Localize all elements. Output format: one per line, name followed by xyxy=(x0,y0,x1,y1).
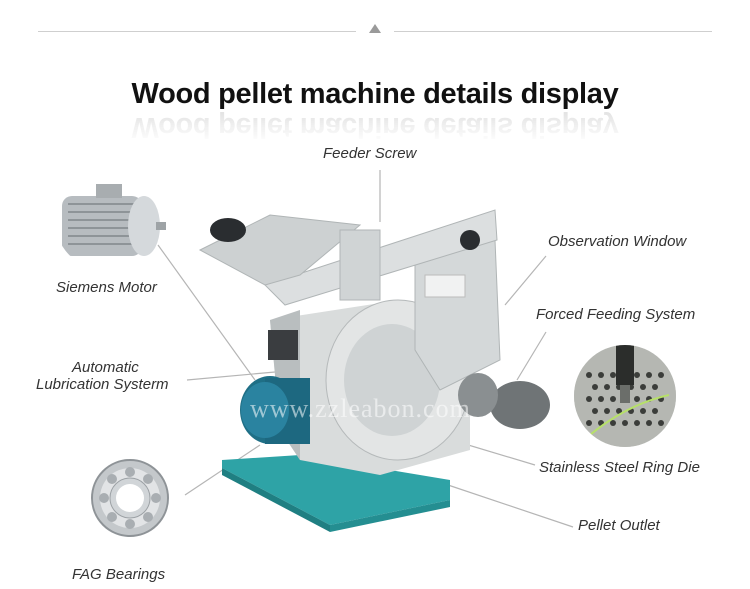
motor-photo-icon xyxy=(62,184,166,256)
feeder-motor xyxy=(210,218,246,242)
scroll-top-arrow-icon[interactable] xyxy=(369,24,381,33)
leader-lubrication xyxy=(186,371,276,381)
top-divider-left xyxy=(38,31,356,32)
leader-pellet-outlet xyxy=(447,484,574,528)
feeder-screw-tube xyxy=(264,209,498,306)
feeder-gear-motor xyxy=(490,381,550,429)
lubrication-unit xyxy=(268,330,298,360)
label-fag-bearings: FAG Bearings xyxy=(72,566,166,583)
label-automatic-lubrication-line2: Lubrication Systerm xyxy=(36,376,169,393)
leader-forced-feeding xyxy=(516,331,547,381)
label-pellet-outlet: Pellet Outlet xyxy=(578,517,660,534)
siemens-motor-photo xyxy=(56,176,168,272)
label-feeder-screw: Feeder Screw xyxy=(323,145,417,162)
label-stainless-steel-ring-die: Stainless Steel Ring Die xyxy=(539,459,700,476)
fag-bearing-photo xyxy=(90,458,170,538)
watermark-text: www.zzleabon.com xyxy=(250,394,471,423)
label-siemens-motor: Siemens Motor xyxy=(56,279,157,296)
ring-die-holes-icon xyxy=(574,345,676,447)
machine-base xyxy=(222,455,450,525)
label-observation-window: Observation Window xyxy=(548,233,687,250)
top-divider-right xyxy=(394,31,712,32)
forced-feeder-housing xyxy=(414,239,501,391)
bearing-icon xyxy=(91,459,169,537)
label-automatic-lubrication-line1: Automatic xyxy=(72,359,139,376)
ring-die-photo xyxy=(574,345,676,447)
leader-siemens-motor xyxy=(157,244,256,381)
page-title: Wood pellet machine details display xyxy=(131,78,619,110)
leader-observation-window xyxy=(504,255,547,306)
label-forced-feeding-system: Forced Feeding System xyxy=(536,306,696,323)
